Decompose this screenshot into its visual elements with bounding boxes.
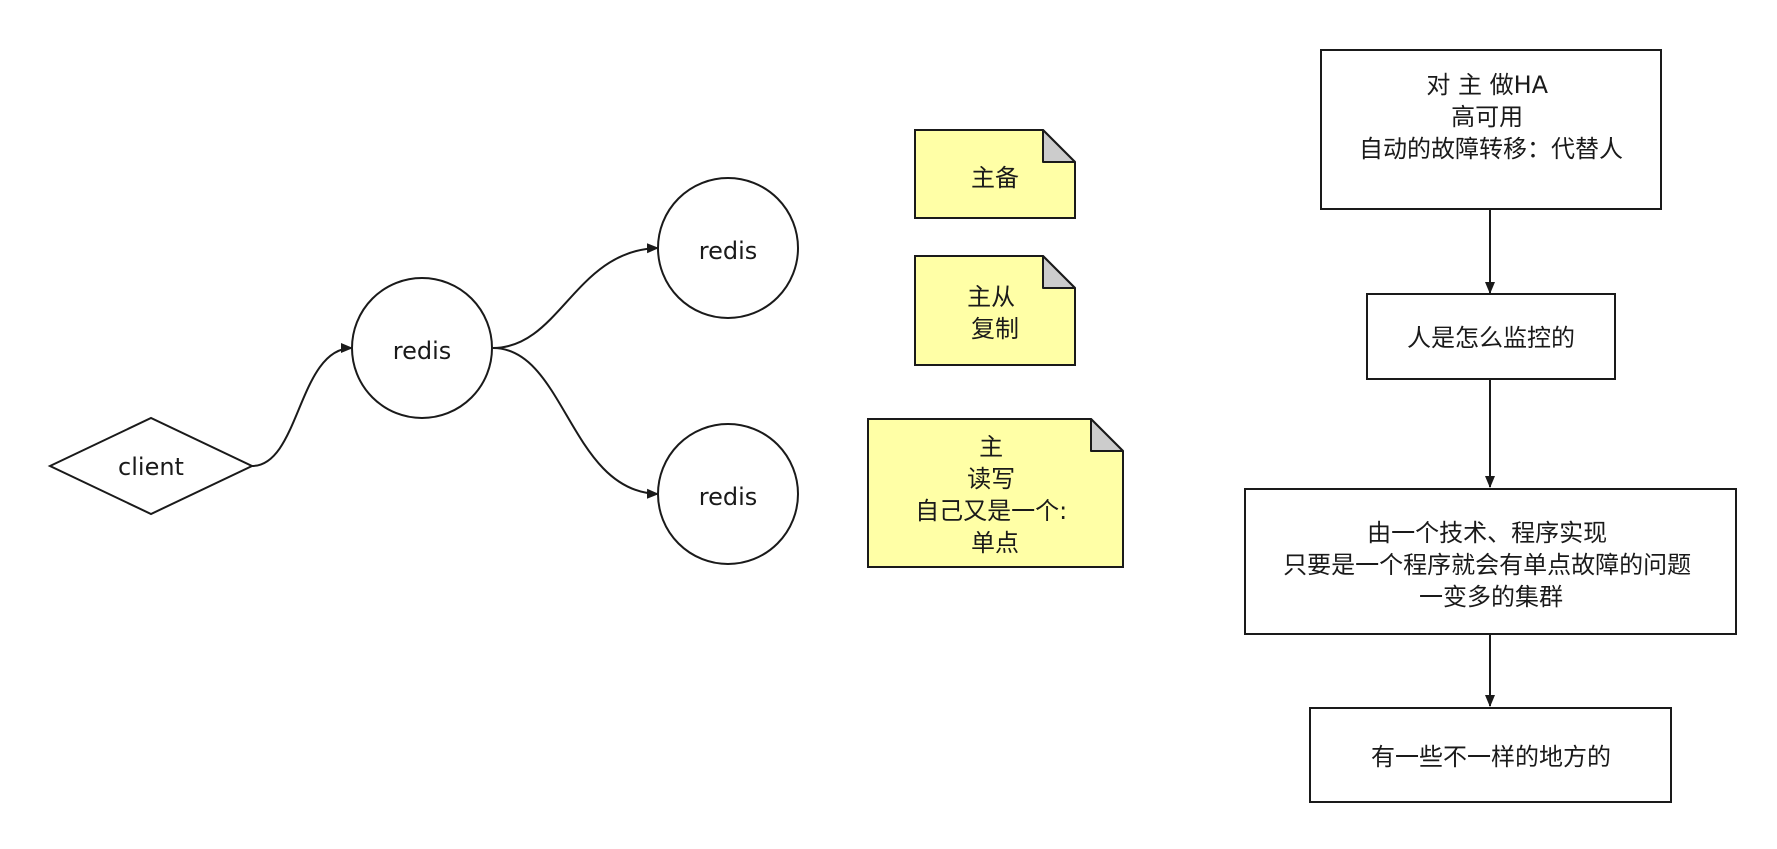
redis-top-node[interactable]: redis bbox=[657, 177, 799, 319]
svg-text:主 读写 自己又是一个:: 主 读写 自己又是一个: 单点 bbox=[915, 433, 1075, 557]
edge-redis-to-redis-bottom bbox=[492, 347, 659, 499]
note-master-slave-line-1: 主从 bbox=[967, 283, 1015, 311]
box-monitor-line-1: 人是怎么监控的 bbox=[1407, 324, 1575, 352]
box-ha-line-4: 自动的故障转移：代替人 bbox=[1359, 135, 1623, 163]
svg-text:对 主 做HA 高可用: 对 主 做HA 高可用 自动的故障转移：代替人 bbox=[1359, 71, 1623, 163]
note-master-line-3: 自己又是一个: bbox=[915, 497, 1067, 525]
edge-redis-to-redis-top bbox=[492, 243, 659, 349]
edge-client-to-redis bbox=[251, 343, 353, 467]
box-diff[interactable]: 有一些不一样的地方的 bbox=[1309, 707, 1672, 803]
svg-text:主备: 主备 bbox=[971, 164, 1019, 192]
client-node[interactable]: client bbox=[47, 416, 255, 516]
box-ha[interactable]: 对 主 做HA 高可用 自动的故障转移：代替人 bbox=[1320, 49, 1662, 210]
redis-bottom-node[interactable]: redis bbox=[657, 423, 799, 565]
note-master-line-1: 主 bbox=[979, 433, 1003, 461]
box-ha-line-1: 对 主 做HA bbox=[1426, 71, 1548, 99]
box-program-line-3: 一变多的集群 bbox=[1419, 583, 1563, 611]
box-ha-line-2: 高可用 bbox=[1451, 103, 1523, 131]
note-master-slave-line-2: 复制 bbox=[971, 315, 1019, 343]
svg-text:主从 复制: 主从 复制 bbox=[967, 283, 1023, 343]
box-diff-line-1: 有一些不一样的地方的 bbox=[1371, 743, 1611, 771]
note-master-line-4: 单点 bbox=[971, 529, 1019, 557]
box-monitor[interactable]: 人是怎么监控的 bbox=[1366, 293, 1616, 380]
box-program-line-1: 由一个技术、程序实现 bbox=[1367, 519, 1607, 547]
svg-text:由一个技术、程序实现 只要是一个程序就会有单点故: 由一个技术、程序实现 只要是一个程序就会有单点故障的问题 一变多的集群 bbox=[1283, 519, 1699, 611]
redis-main-node[interactable]: redis bbox=[351, 277, 493, 419]
note-master-line-2: 读写 bbox=[967, 465, 1015, 493]
note-primary-backup-line-1: 主备 bbox=[971, 164, 1019, 192]
redis-bottom-label: redis bbox=[699, 483, 758, 511]
note-primary-backup[interactable]: 主备 bbox=[914, 129, 1076, 219]
box-program[interactable]: 由一个技术、程序实现 只要是一个程序就会有单点故障的问题 一变多的集群 bbox=[1244, 488, 1737, 635]
client-label: client bbox=[118, 453, 184, 481]
box-program-line-2: 只要是一个程序就会有单点故障的问题 bbox=[1283, 551, 1691, 579]
redis-top-label: redis bbox=[699, 237, 758, 265]
note-master-slave[interactable]: 主从 复制 bbox=[914, 255, 1076, 366]
redis-main-label: redis bbox=[393, 337, 452, 365]
note-master-single-point[interactable]: 主 读写 自己又是一个: 单点 bbox=[867, 418, 1124, 568]
